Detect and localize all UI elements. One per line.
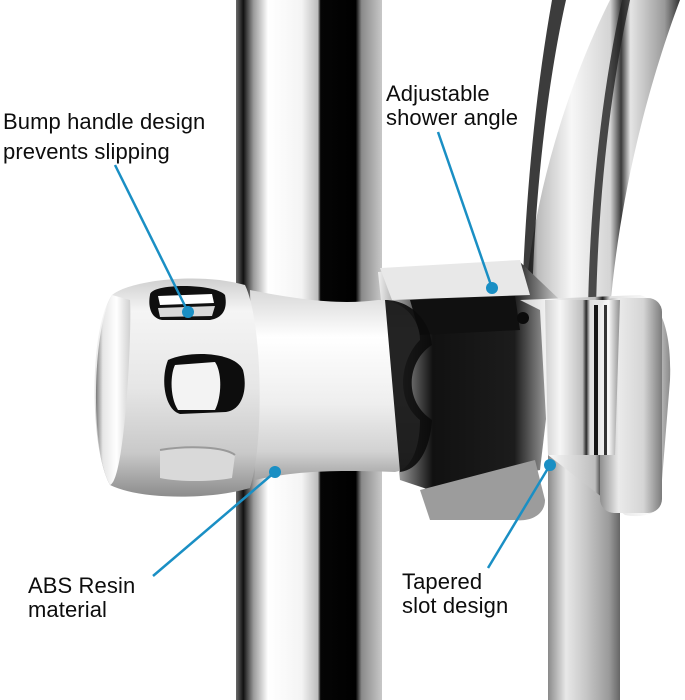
bracket-knob xyxy=(94,278,432,497)
hose-holder xyxy=(420,295,671,521)
callout-text-line: ABS Resin xyxy=(28,573,136,598)
callout-text-line: prevents slipping xyxy=(3,139,170,164)
callout-line-bump-handle xyxy=(113,164,190,313)
callout-text-line: shower angle xyxy=(386,105,519,130)
callout-dot-abs-resin xyxy=(269,466,281,478)
shower-hose xyxy=(522,0,680,700)
callout-markers xyxy=(113,131,556,577)
callout-text-line: Tapered xyxy=(402,569,483,594)
callout-text-line: Adjustable xyxy=(386,81,490,106)
callout-line-abs-resin xyxy=(152,471,276,577)
callout-label-tapered-slot: Tapered slot design xyxy=(402,570,508,618)
callout-text-line: Bump handle design xyxy=(3,109,206,134)
callout-text-line: slot design xyxy=(402,593,509,618)
callout-dot-tapered-slot xyxy=(544,459,556,471)
callout-text-line: material xyxy=(28,597,108,622)
callout-label-adjustable-angle: Adjustable shower angle xyxy=(386,82,518,130)
callout-dot-adjustable-angle xyxy=(486,282,498,294)
callout-label-abs-resin: ABS Resin material xyxy=(28,574,135,622)
callout-line-tapered-slot xyxy=(486,464,552,569)
callout-label-bump-handle: Bump handle design prevents slipping xyxy=(3,110,205,164)
callout-dot-bump-handle xyxy=(182,306,194,318)
callout-line-adjustable-angle xyxy=(436,131,494,289)
